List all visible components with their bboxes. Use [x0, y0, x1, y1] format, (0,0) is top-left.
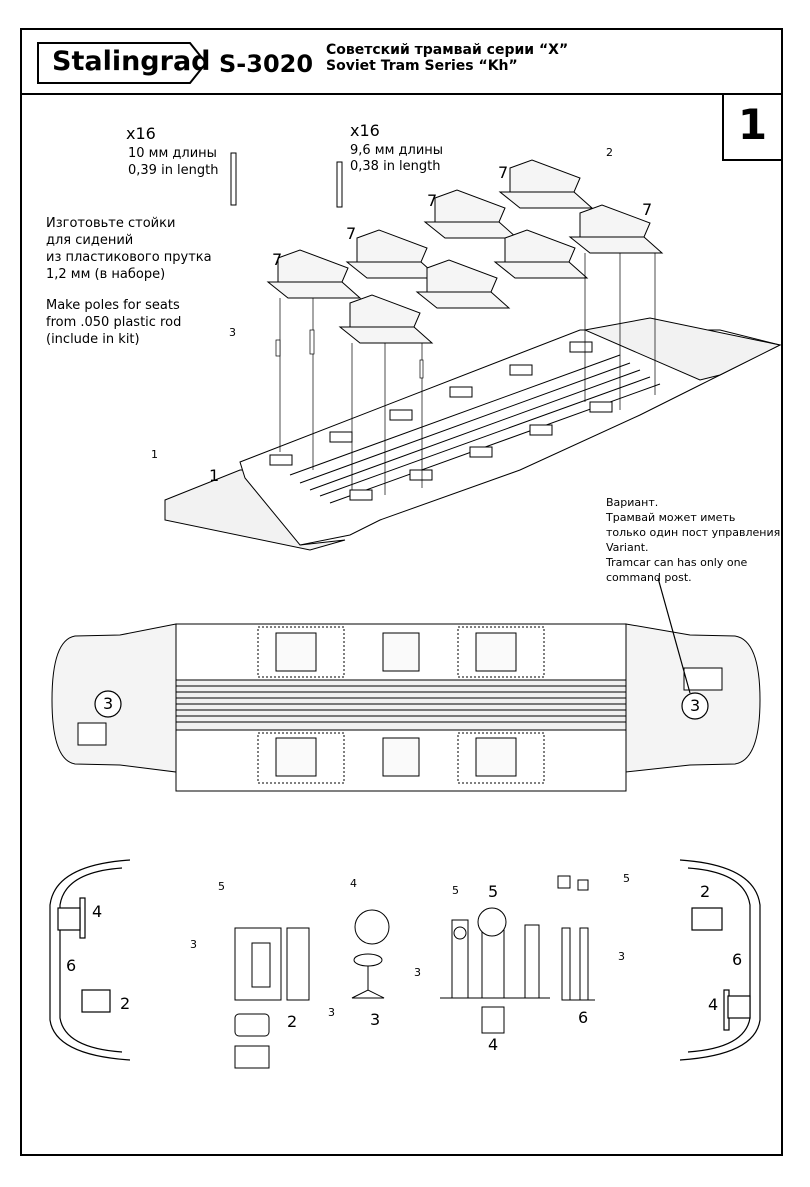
cab-left — [49, 859, 131, 1061]
callout-tag: 4 — [350, 877, 357, 890]
callout-tag: 3 — [328, 1006, 335, 1019]
pole-length-right-en: 0,38 in length — [350, 159, 441, 174]
variant-line: Tramcar can has only one — [606, 556, 748, 569]
control-stand-part — [440, 907, 550, 1034]
pole-length-left-ru: 10 мм длины — [128, 146, 217, 161]
brand-label: Stalingrad — [52, 46, 211, 77]
step-number: 1 — [737, 100, 768, 149]
pedestal-label: 4 — [92, 902, 103, 921]
pole-rods — [230, 152, 343, 208]
callout-tag: 3 — [414, 966, 421, 979]
note-en-line: (include in kit) — [46, 332, 140, 347]
callout-tag: 3 — [618, 950, 625, 963]
callout-tag: 1 — [151, 448, 158, 461]
title-english: Soviet Tram Series “Kh” — [326, 58, 518, 74]
note-ru-line: 1,2 мм (в наборе) — [46, 267, 166, 282]
seat-6 — [493, 229, 589, 279]
variant-line: Трамвай может иметь — [606, 511, 736, 524]
callout-tag: 3 — [103, 694, 114, 713]
pole-count-right: x16 — [350, 121, 380, 140]
lever-label: 6 — [732, 950, 743, 969]
pole-length-right-ru: 9,6 мм длины — [350, 143, 444, 158]
pedestal-label: 4 — [708, 995, 719, 1014]
callout-tag: 3 — [690, 696, 701, 715]
page-frame — [20, 28, 783, 1156]
note-en-line: from .050 plastic rod — [46, 315, 182, 330]
callout-circles — [94, 577, 709, 720]
floor-top-view — [51, 623, 761, 792]
seat-8 — [568, 204, 664, 254]
variant-line: Variant. — [606, 541, 649, 554]
callout-tag: 2 — [606, 146, 613, 159]
note-ru-line: Изготовьте стойки — [46, 216, 176, 231]
console-label: 2 — [120, 994, 131, 1013]
console-label: 2 — [700, 882, 711, 901]
lever-part — [557, 875, 595, 1001]
pole-count-left: x16 — [126, 124, 156, 143]
callout-tag: 5 — [452, 884, 459, 897]
callout-tag: 5 — [623, 872, 630, 885]
console-part — [234, 927, 310, 1069]
cab-right — [679, 859, 761, 1061]
stool-label: 3 — [370, 1010, 381, 1029]
stool-part — [351, 909, 390, 999]
callout-tag: 3 — [229, 326, 236, 339]
title-russian: Советский трамвай серии “Х” — [326, 42, 569, 58]
note-ru-line: для сидений — [46, 233, 134, 248]
seat-4 — [415, 259, 511, 309]
wheel-label: 5 — [488, 882, 499, 901]
variant-line: Вариант. — [606, 496, 659, 509]
seat-7 — [498, 159, 594, 209]
header-bar — [20, 28, 783, 95]
seat-2 — [338, 294, 434, 344]
callout-tag: 5 — [218, 880, 225, 893]
seat-label: 7 — [272, 250, 283, 269]
floor-label: 1 — [209, 466, 220, 485]
console-label: 2 — [287, 1012, 298, 1031]
seat-3 — [345, 229, 441, 279]
variant-line: command post. — [606, 571, 692, 584]
lever-label: 6 — [578, 1008, 589, 1027]
callout-tag: 3 — [190, 938, 197, 951]
floor-grilles — [269, 341, 613, 501]
seat-label: 7 — [427, 191, 438, 210]
variant-line: только один пост управления — [606, 526, 781, 539]
pole-guides — [275, 253, 656, 495]
note-en-line: Make poles for seats — [46, 298, 180, 313]
seat-label: 7 — [642, 200, 653, 219]
seat-label: 7 — [346, 224, 357, 243]
lever-label: 6 — [66, 956, 77, 975]
note-ru-line: из пластикового прутка — [46, 250, 212, 265]
step-box — [722, 95, 783, 161]
product-code: S-3020 — [219, 50, 314, 78]
pedestal-label: 4 — [488, 1035, 499, 1054]
pole-length-left-en: 0,39 in length — [128, 163, 219, 178]
seat-5 — [423, 189, 519, 239]
seats-group — [266, 159, 664, 344]
brand-badge — [37, 42, 208, 84]
seat-1 — [266, 249, 362, 299]
seat-label: 7 — [498, 163, 509, 182]
